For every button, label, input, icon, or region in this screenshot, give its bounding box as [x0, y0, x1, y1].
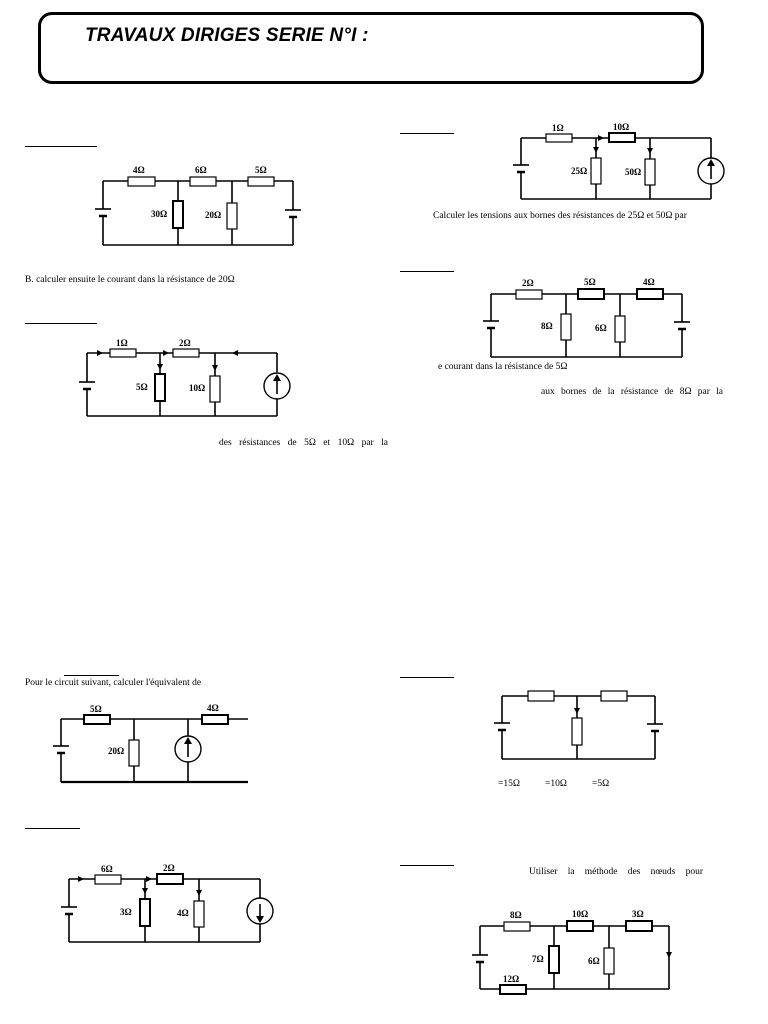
ex3-question: Calculer les tensions aux bornes des rés…	[433, 211, 687, 221]
resistor	[600, 690, 628, 702]
label: 4Ω	[643, 277, 655, 287]
ex6-value-3: =5Ω	[592, 779, 610, 789]
label: 25Ω	[571, 166, 587, 176]
resistor	[590, 157, 602, 185]
heading-rule-ex6	[400, 677, 454, 678]
label: 6Ω	[588, 956, 600, 966]
resistor	[527, 690, 555, 702]
label: 1Ω	[116, 338, 128, 348]
heading-rule-ex8	[400, 865, 454, 866]
label: 4Ω	[133, 165, 145, 175]
resistor	[614, 315, 626, 343]
resistor	[201, 714, 229, 725]
label: 50Ω	[625, 167, 641, 177]
label: 7Ω	[532, 954, 544, 964]
heading-rule-ex1	[25, 146, 97, 147]
ex5-question: Pour le circuit suivant, calculer l'équi…	[25, 678, 202, 688]
resistor	[636, 288, 664, 300]
resistor	[226, 202, 238, 230]
label: 8Ω	[510, 910, 522, 920]
heading-rule-ex3	[400, 133, 454, 134]
resistor	[172, 348, 200, 358]
resistor	[577, 288, 605, 300]
ex8-question: Utiliser la méthode des nœuds pour	[529, 867, 703, 877]
resistor	[109, 348, 137, 358]
resistor	[560, 313, 572, 341]
label: 6Ω	[595, 323, 607, 333]
resistor	[154, 373, 166, 402]
resistor	[156, 873, 184, 885]
heading-rule-ex5	[64, 675, 119, 676]
resistor	[545, 133, 573, 143]
label: 3Ω	[120, 907, 132, 917]
ex1-question-b: B. calculer ensuite le courant dans la r…	[25, 275, 235, 285]
resistor	[83, 714, 111, 725]
heading-rule-ex7	[25, 828, 80, 829]
resistor	[139, 898, 151, 927]
label: 5Ω	[136, 382, 148, 392]
ex2-question-tail: des résistances de 5Ω et 10Ω par la	[219, 438, 388, 448]
title-box: TRAVAUX DIRIGES SERIE N°I :	[38, 12, 704, 84]
ex4-question-line1: e courant dans la résistance de 5Ω	[438, 362, 568, 372]
resistor	[247, 176, 275, 187]
resistor	[127, 176, 156, 187]
label: 4Ω	[207, 703, 219, 713]
resistor	[548, 945, 560, 974]
resistor	[94, 874, 122, 885]
ex4-question-line2: aux bornes de la résistance de 8Ω par la	[541, 387, 723, 397]
resistor	[515, 289, 543, 300]
resistor	[193, 900, 205, 928]
label: 5Ω	[255, 165, 267, 175]
label: 2Ω	[179, 338, 191, 348]
label: 5Ω	[90, 704, 102, 714]
resistor	[571, 717, 583, 746]
resistor	[503, 921, 531, 932]
label: 2Ω	[522, 278, 534, 288]
label: 20Ω	[108, 746, 124, 756]
label: 5Ω	[584, 277, 596, 287]
label: 8Ω	[541, 321, 553, 331]
resistor	[644, 158, 656, 186]
label: 30Ω	[151, 209, 167, 219]
resistor	[625, 920, 653, 932]
label: 10Ω	[572, 909, 588, 919]
resistor	[603, 947, 615, 975]
label: 10Ω	[189, 383, 205, 393]
resistor	[189, 176, 217, 187]
resistor	[128, 739, 140, 767]
resistor	[209, 375, 221, 403]
resistor	[172, 200, 184, 229]
ex6-value-2: =10Ω	[545, 779, 567, 789]
label: 6Ω	[101, 864, 113, 874]
label: 20Ω	[205, 210, 221, 220]
label: 3Ω	[632, 909, 644, 919]
resistor	[608, 132, 636, 143]
label: 1Ω	[552, 123, 564, 133]
heading-rule-ex2	[25, 323, 97, 324]
label: 12Ω	[503, 974, 519, 984]
resistor	[499, 984, 527, 995]
resistor	[566, 920, 594, 932]
page-title: TRAVAUX DIRIGES SERIE N°I :	[85, 25, 369, 46]
ex6-value-1: =15Ω	[498, 779, 520, 789]
label: 10Ω	[613, 122, 629, 132]
label: 6Ω	[195, 165, 207, 175]
heading-rule-ex4	[400, 271, 454, 272]
label: 2Ω	[163, 863, 175, 873]
label: 4Ω	[177, 908, 189, 918]
